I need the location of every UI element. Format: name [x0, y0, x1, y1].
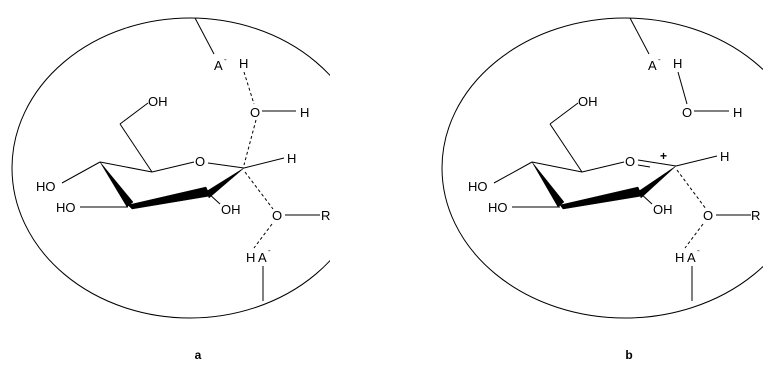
acid-bottom-h-label: H [675, 250, 684, 265]
o-c1-bond [207, 162, 245, 169]
c2-oh-label: OH [221, 202, 241, 217]
acid-top-stalk [194, 17, 215, 55]
c3-c2-wedge [559, 186, 643, 210]
ring-o-label: O [195, 154, 205, 169]
hbond-water-acid [243, 71, 255, 105]
water-h-top: H [239, 56, 248, 71]
hbond-water-c1 [243, 119, 257, 166]
leaving-r-label: R [321, 208, 330, 223]
panel-a: A - H O H OH O H HO HO OH O R [11, 17, 330, 362]
ch2oh-label: OH [148, 94, 168, 109]
acid-top-charge: - [658, 55, 661, 64]
acid-top-label: A [214, 58, 223, 73]
c2-c1-wedge [206, 167, 245, 199]
c4-oh-bond [61, 161, 101, 184]
acid-bottom-charge: - [697, 246, 700, 255]
water-o: O [682, 105, 692, 120]
c5-c4-bond [99, 161, 153, 173]
c3-oh-label: HO [56, 200, 76, 215]
c5-o-bond [581, 161, 625, 173]
anomeric-h-label: H [287, 151, 296, 166]
c4-oh-label: HO [36, 179, 56, 194]
ring-o-label: O [625, 154, 635, 169]
c2-oh-bond [207, 192, 221, 205]
c4-oh-bond [493, 161, 533, 184]
panel-b: A - H O H OH O + H HO HO OH O R [441, 17, 763, 362]
acid-bottom-label: A [687, 250, 696, 265]
c1-h-bond [243, 157, 285, 169]
acid-bottom-label: A [258, 250, 267, 265]
oxocarbenium-charge: + [660, 149, 667, 163]
acid-bottom-charge: - [268, 246, 271, 255]
enzyme-pocket-outline [11, 17, 330, 319]
ch2-oh-bond [119, 102, 149, 125]
c3-c2-wedge [127, 186, 211, 210]
leaving-o-label: O [272, 208, 282, 223]
c1-h-bond [675, 155, 718, 167]
enzyme-pocket-outline [441, 17, 763, 319]
water-h-o-bond [677, 71, 688, 105]
water-h-right: H [300, 105, 309, 120]
leaving-r-label: R [751, 208, 760, 223]
hbond-leaving-o-acid-h [253, 223, 273, 249]
o-c1-double-bond-upper [637, 159, 677, 167]
hbond-leaving-o-acid-h [684, 223, 704, 249]
water-h-top: H [673, 56, 682, 71]
c5-c6-bond [549, 123, 583, 173]
hbond-c1-leaving-o [244, 171, 274, 210]
leaving-o-label: O [703, 208, 713, 223]
acid-bottom-h-label: H [246, 250, 255, 265]
acid-top-label: A [648, 58, 657, 73]
c5-c6-bond [119, 123, 153, 173]
c5-o-bond [151, 161, 195, 173]
c2-oh-label: OH [653, 202, 673, 217]
c2-oh-bond [639, 192, 653, 205]
o-c1-double-bond-partial [637, 164, 651, 168]
hbond-c1-leaving-o [676, 169, 707, 210]
c4-c3-wedge [99, 161, 134, 208]
ch2-oh-bond [549, 102, 579, 125]
water-o: O [250, 105, 260, 120]
c3-oh-label: HO [488, 200, 508, 215]
panel-b-caption: b [625, 348, 632, 362]
c4-oh-label: HO [468, 179, 488, 194]
c4-c3-wedge [531, 161, 565, 208]
acid-top-charge: - [224, 55, 227, 64]
c5-c4-bond [531, 161, 583, 173]
anomeric-h-label: H [720, 149, 729, 164]
c2-c1-wedge [638, 165, 677, 199]
water-h-right: H [733, 105, 742, 120]
ch2oh-label: OH [578, 94, 598, 109]
panel-a-caption: a [195, 348, 202, 362]
acid-top-stalk [629, 17, 650, 55]
